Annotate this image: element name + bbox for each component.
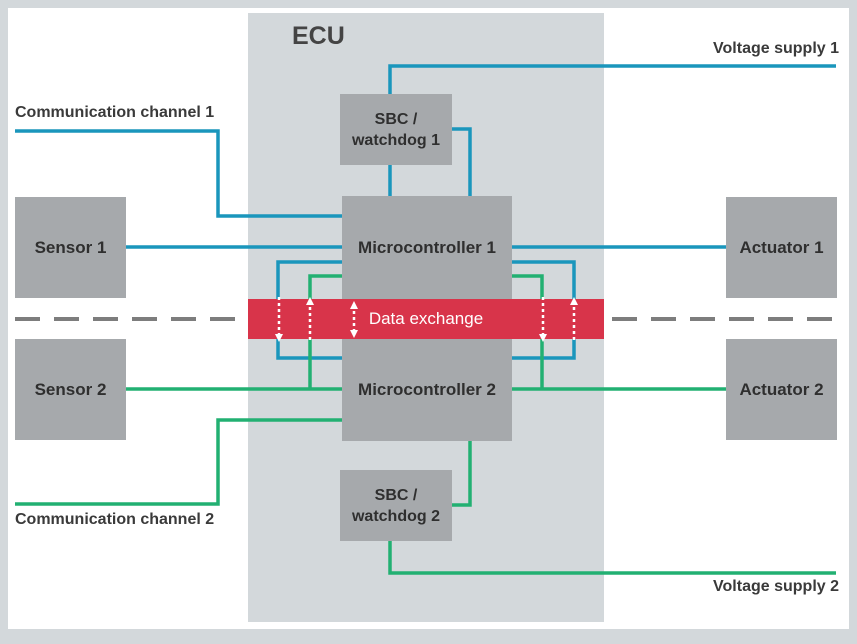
sbc-watchdog-1-label: SBC / watchdog 1 xyxy=(340,94,452,165)
voltage-supply-1-label: Voltage supply 1 xyxy=(713,40,839,57)
data-exchange-band xyxy=(248,299,604,339)
actuator-1-block xyxy=(726,197,837,298)
sensor-1-block xyxy=(15,197,126,298)
communication-channel-2-label: Communication channel 2 xyxy=(15,511,215,528)
actuator-2-block xyxy=(726,339,837,440)
sbc-watchdog-1-block xyxy=(340,94,452,165)
microcontroller-2-label: Microcontroller 2 xyxy=(358,380,496,399)
communication-channel-1-label: Communication channel 1 xyxy=(15,104,215,121)
sbc-watchdog-2-label: SBC / watchdog 2 xyxy=(340,470,452,541)
sensor-1-label: Sensor 1 xyxy=(34,237,107,257)
ecu-title: ECU xyxy=(292,22,345,50)
sensor-2-label: Sensor 2 xyxy=(34,379,107,399)
sbc-1-line-1: SBC / xyxy=(374,110,418,128)
microcontroller-1-block xyxy=(342,196,512,299)
microcontroller-1-label: Microcontroller 1 xyxy=(358,237,496,257)
sbc-watchdog-2-block xyxy=(340,470,452,541)
sensor-2-block xyxy=(15,339,126,440)
sbc-1-line-2: watchdog 1 xyxy=(351,131,440,149)
channel-2-lines xyxy=(15,274,836,575)
microcontroller-2-block xyxy=(342,339,512,441)
actuator-2-label: Actuator 2 xyxy=(739,379,824,399)
sbc-2-line-1: SBC / xyxy=(374,486,418,504)
sbc-2-line-2: watchdog 2 xyxy=(351,507,440,525)
data-exchange-arrows xyxy=(274,296,579,343)
actuator-1-label: Actuator 1 xyxy=(739,237,824,257)
voltage-supply-2-label: Voltage supply 2 xyxy=(713,578,839,595)
